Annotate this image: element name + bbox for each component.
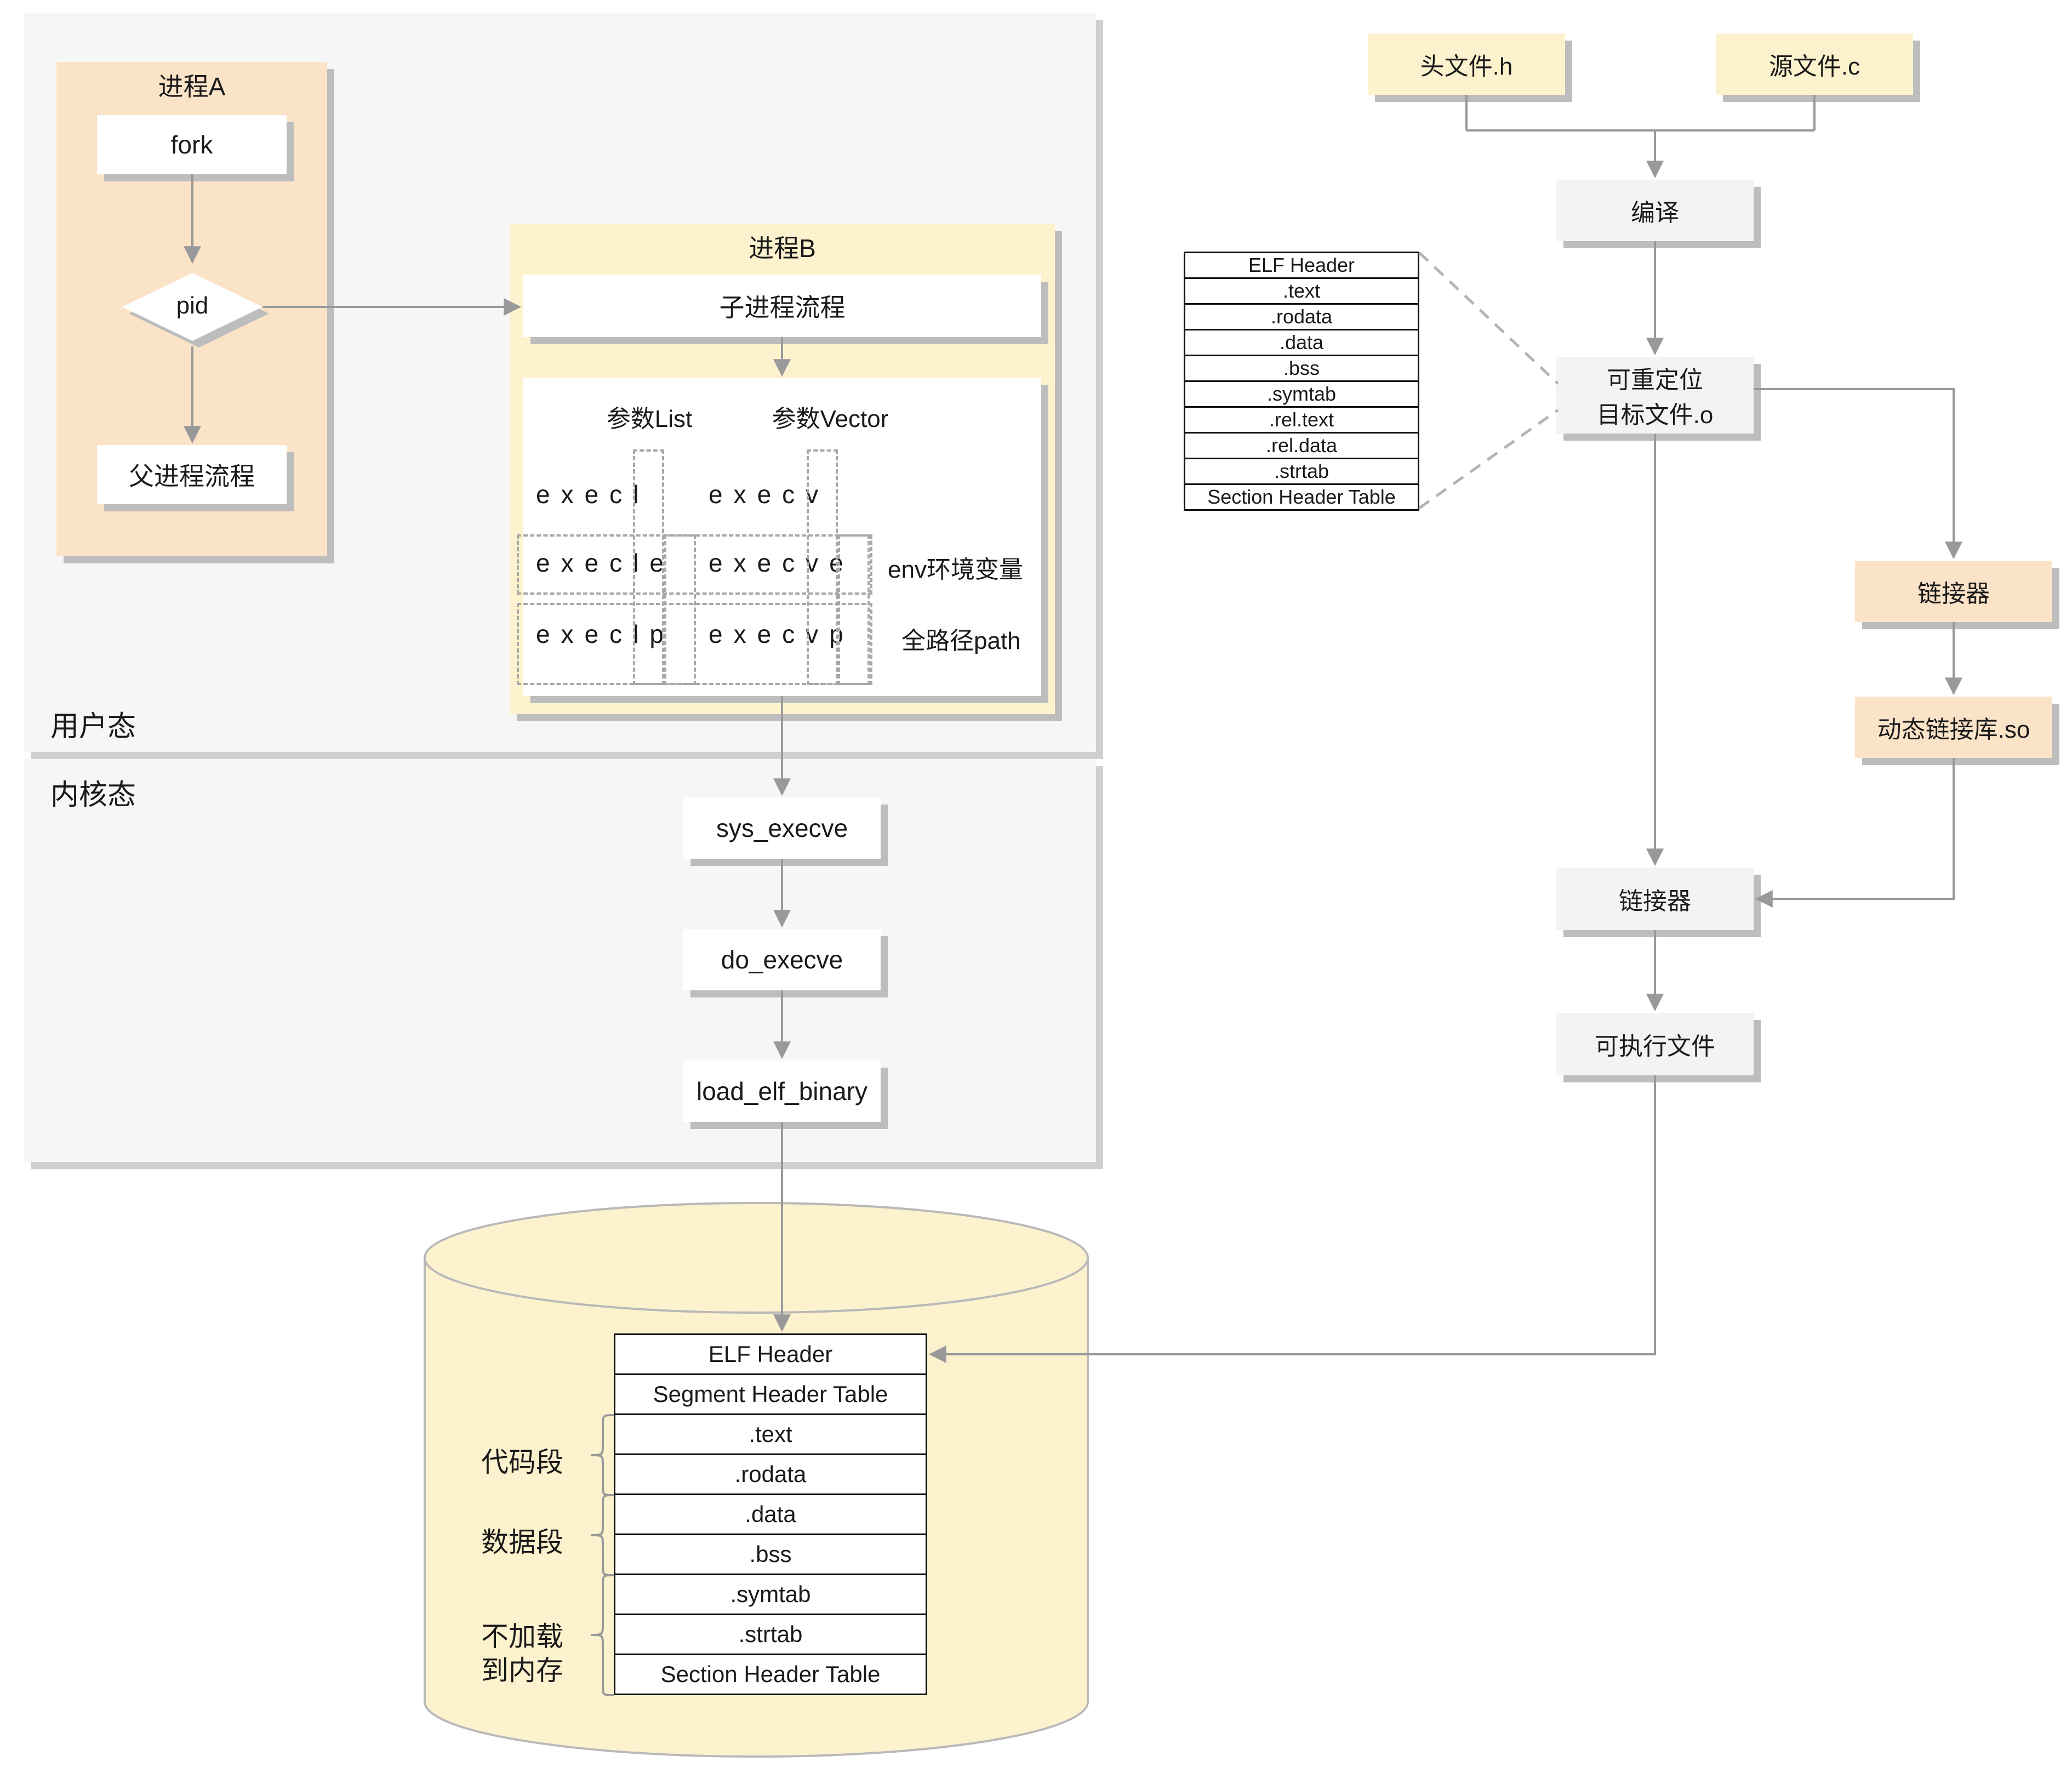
pid-decision-diamond [122,273,269,347]
header-file-label: 头文件.h [1420,53,1513,80]
kernel-mode-label: 内核态 [50,779,136,811]
exe-section-row: ELF Header [708,1341,833,1367]
object-section-row: .data [1185,329,1418,355]
execle-label: execle [536,549,675,577]
linker-bottom-node: 链接器 [1556,868,1754,930]
child-flow-label: 子进程流程 [719,293,846,322]
exe-file-section-table: ELF Header Segment Header Table .text .r… [614,1333,927,1695]
do-execve-node: do_execve [683,929,881,990]
process-a-title: 进程A [158,72,226,101]
relocatable-object-node: 可重定位 目标文件.o [1556,357,1754,434]
header-file-node: 头文件.h [1368,33,1565,95]
noload-segment-label-line1: 不加载 [481,1621,563,1652]
object-section-row: .bss [1185,355,1418,380]
dashed-link-table-bottom-to-object [1418,408,1559,510]
arrow-dynamic-lib-to-linker-bottom [1755,758,1955,908]
path-note: 全路径path [901,628,1021,654]
source-file-node: 源文件.c [1716,33,1913,95]
object-section-row: .rel.text [1185,406,1418,432]
object-section-row: .rodata [1185,303,1418,329]
user-mode-label: 用户态 [50,711,136,743]
process-b-title: 进程B [749,234,816,263]
object-section-row: .rel.data [1185,432,1418,458]
compile-node: 编译 [1556,180,1754,241]
do-execve-label: do_execve [721,945,843,974]
object-file-section-table: ELF Header .text .rodata .data .bss .sym… [1184,252,1419,511]
parent-flow-node: 父进程流程 [97,445,287,504]
dynamic-lib-label: 动态链接库.so [1877,716,2030,743]
exe-section-row: .rodata [615,1453,926,1493]
arrow-relocatable-to-linker-top [1754,388,1962,560]
exe-section-row: .bss [615,1533,926,1574]
dashed-row-env [517,534,872,595]
source-file-label: 源文件.c [1768,53,1860,80]
execve-label: execve [709,549,854,577]
fork-node: fork [97,115,287,174]
pid-diamond-shape [122,273,262,341]
code-segment-label: 代码段 [481,1447,563,1478]
child-flow-node: 子进程流程 [523,275,1041,337]
execv-label: execv [709,480,830,509]
noload-segment-label-line2: 到内存 [481,1655,563,1686]
param-vector-header: 参数Vector [745,401,915,432]
param-vector-header-text: 参数Vector [772,406,889,432]
exe-section-row: Segment Header Table [615,1373,926,1413]
load-elf-binary-node: load_elf_binary [683,1061,881,1122]
executable-node: 可执行文件 [1556,1013,1754,1075]
pid-label: pid [176,292,209,319]
exe-section-row: .text [615,1413,926,1453]
execl-label: execl [536,480,650,509]
executable-label: 可执行文件 [1595,1033,1715,1060]
linker-top-node: 链接器 [1855,561,2052,622]
param-list-header-text: 参数List [606,406,693,432]
exe-section-row: Section Header Table [615,1654,926,1694]
object-section-row: .text [1185,277,1418,303]
execvp-label: execvp [709,620,854,648]
data-segment-label: 数据段 [481,1527,563,1558]
execlp-label: execlp [536,620,675,648]
relocatable-object-line2: 目标文件.o [1596,402,1714,429]
object-section-row: ELF Header [1248,254,1355,276]
exe-section-row: .data [615,1493,926,1533]
env-note: env环境变量 [888,556,1023,583]
parent-flow-label: 父进程流程 [129,462,255,491]
linker-bottom-label: 链接器 [1619,888,1691,915]
dashed-link-table-top-to-object [1418,252,1559,385]
param-list-header: 参数List [570,401,729,432]
load-elf-binary-label: load_elf_binary [696,1077,867,1105]
kernel-mode-panel [24,759,1096,1162]
linker-top-label: 链接器 [1917,580,1990,607]
sys-execve-node: sys_execve [683,797,881,859]
object-section-row: .symtab [1185,380,1418,406]
fork-label: fork [170,130,213,159]
sys-execve-label: sys_execve [716,814,848,842]
exe-section-row: .strtab [615,1614,926,1654]
relocatable-object-line1: 可重定位 [1607,367,1703,394]
compile-label: 编译 [1631,199,1679,226]
exe-section-row: .symtab [615,1574,926,1614]
object-section-row: Section Header Table [1185,483,1418,509]
pid-label-wrap: pid [118,289,266,322]
object-section-row: .strtab [1185,458,1418,483]
dashed-row-path [517,603,872,685]
exec-family-box [523,378,1041,696]
dynamic-lib-node: 动态链接库.so [1855,697,2052,758]
